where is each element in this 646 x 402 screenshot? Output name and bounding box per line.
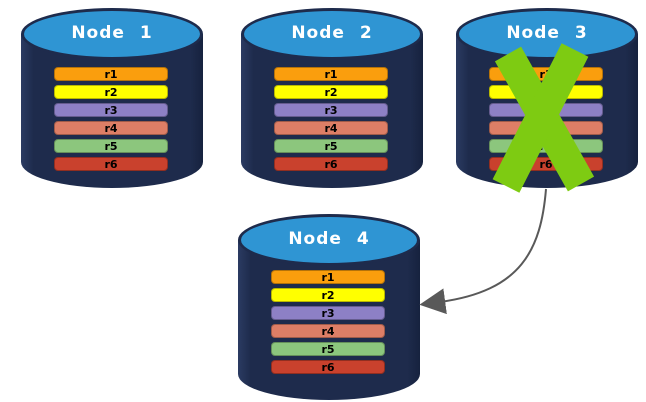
node-1-rows: r1 r2 r3 r4 r5 r6 bbox=[54, 67, 168, 171]
node-1-row-r1: r1 bbox=[54, 67, 168, 81]
node-4-row-r3: r3 bbox=[271, 306, 385, 320]
node-1-cylinder: Node 1 r1 r2 r3 r4 r5 r6 bbox=[21, 8, 203, 188]
node-2-row-r3: r3 bbox=[274, 103, 388, 117]
node-2-row-r6: r6 bbox=[274, 157, 388, 171]
node-1-label: Node 1 bbox=[71, 23, 153, 43]
node-1-row-r4: r4 bbox=[54, 121, 168, 135]
node-2-row-r5: r5 bbox=[274, 139, 388, 153]
node-4-label: Node 4 bbox=[288, 229, 370, 249]
node-2-row-r1: r1 bbox=[274, 67, 388, 81]
x-mark-icon bbox=[492, 43, 595, 193]
node-4-cylinder: Node 4 r1 r2 r3 r4 r5 r6 bbox=[238, 214, 420, 400]
node-1-row-r6: r6 bbox=[54, 157, 168, 171]
node-1-cylinder-top: Node 1 bbox=[21, 8, 203, 60]
node-4-row-r6: r6 bbox=[271, 360, 385, 374]
node-2-row-r4: r4 bbox=[274, 121, 388, 135]
node-3-cylinder-top: Node 3 bbox=[456, 8, 638, 60]
node-4-row-r5: r5 bbox=[271, 342, 385, 356]
node-4-row-r1: r1 bbox=[271, 270, 385, 284]
node-4-row-r2: r2 bbox=[271, 288, 385, 302]
node-2-cylinder-top: Node 2 bbox=[241, 8, 423, 60]
node-1-row-r3: r3 bbox=[54, 103, 168, 117]
node-3-cylinder: Node 3 r1 r2 r3 r4 r5 r6 bbox=[456, 8, 638, 193]
node-3-label: Node 3 bbox=[506, 23, 588, 43]
node-2-row-r2: r2 bbox=[274, 85, 388, 99]
node-2-rows: r1 r2 r3 r4 r5 r6 bbox=[274, 67, 388, 171]
node-2-label: Node 2 bbox=[291, 23, 373, 43]
node-4-rows: r1 r2 r3 r4 r5 r6 bbox=[271, 270, 385, 374]
node-1-row-r2: r2 bbox=[54, 85, 168, 99]
node-2-cylinder: Node 2 r1 r2 r3 r4 r5 r6 bbox=[241, 8, 423, 188]
node-4-row-r4: r4 bbox=[271, 324, 385, 338]
node-4-cylinder-top: Node 4 bbox=[238, 214, 420, 266]
node-1-row-r5: r5 bbox=[54, 139, 168, 153]
